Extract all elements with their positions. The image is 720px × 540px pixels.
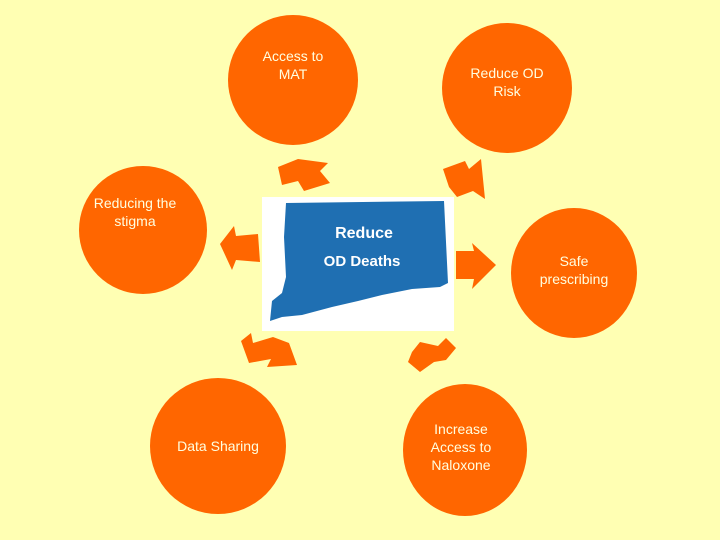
node-label-safe-prescribing: Safe prescribing xyxy=(539,253,609,287)
node-increase-access-naloxone: Increase Access to Naloxone xyxy=(403,384,527,516)
arrow-to-access-to-mat-icon xyxy=(278,159,330,191)
node-label-reduce-od-risk: Reduce OD Risk xyxy=(470,65,544,99)
node-reduce-od-risk: Reduce OD Risk xyxy=(442,23,572,153)
center-title-line2: OD Deaths xyxy=(323,253,401,270)
center-title-line1: Reduce xyxy=(335,225,393,242)
arrow-to-safe-prescribing-icon xyxy=(456,243,496,289)
node-access-to-mat: Access to MAT xyxy=(228,15,358,145)
node-label-increase-access-naloxone: Increase Access to Naloxone xyxy=(430,421,492,473)
connecticut-map-icon xyxy=(270,201,448,321)
node-label-reducing-stigma: Reducing the stigma xyxy=(93,195,177,229)
arrow-to-reduce-od-risk-icon xyxy=(443,159,485,199)
node-label-data-sharing: Data Sharing xyxy=(177,438,259,454)
node-label-access-to-mat: Access to MAT xyxy=(262,48,324,82)
node-safe-prescribing: Safe prescribing xyxy=(511,208,637,338)
arrow-to-data-sharing-icon xyxy=(241,333,297,367)
arrow-to-reducing-stigma-icon xyxy=(220,226,260,270)
arrow-to-increase-access-naloxone-icon xyxy=(408,338,456,372)
node-data-sharing: Data Sharing xyxy=(150,378,286,514)
center-map-card: Reduce OD Deaths xyxy=(262,197,454,331)
node-reducing-stigma: Reducing the stigma xyxy=(79,166,207,294)
